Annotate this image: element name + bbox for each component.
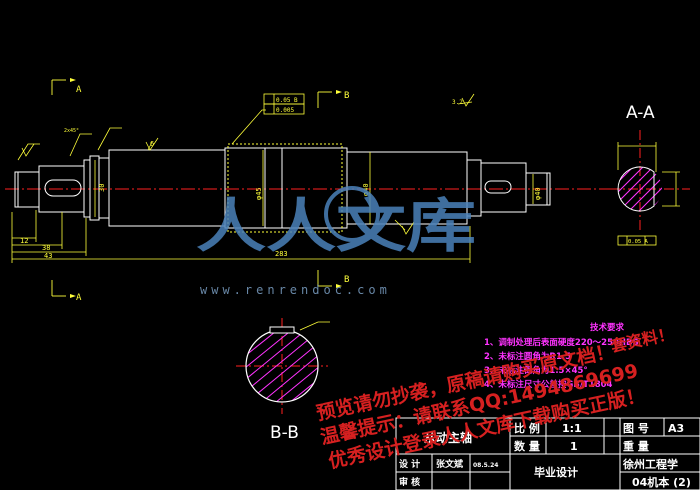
dim-surface-right: 3.2	[452, 99, 463, 106]
dim-chamfer: 2x45°	[64, 128, 79, 134]
review-label: 审 核	[399, 476, 420, 488]
design-label: 设 计	[399, 458, 420, 470]
dim-43: 43	[44, 252, 52, 260]
dim-diam-b: φ40	[362, 183, 370, 196]
gdt-frame-lower: 0.005	[276, 107, 294, 114]
drawing-no-label: 图 号	[623, 422, 649, 435]
dim-surface-6: 6	[150, 140, 154, 148]
section-title-aa: A-A	[626, 103, 655, 123]
section-letter-a-top: A	[76, 85, 82, 95]
dim-12: 12	[20, 237, 28, 245]
tech-req-item-3: 3、未标注倒角为1.5×45°	[484, 365, 588, 376]
dimension-lines	[11, 101, 534, 263]
bb-keyway	[269, 326, 295, 334]
project: 毕业设计	[534, 465, 578, 479]
scale-label: 比 例	[514, 421, 540, 435]
aa-outline	[617, 166, 655, 212]
qty-value: 1	[570, 440, 578, 453]
logo-watermark-text: 人人文库	[196, 192, 476, 260]
gdt-frame-upper: 0.05 B	[276, 97, 298, 104]
class: 04机本 (2)	[632, 475, 691, 489]
aa-dims	[617, 142, 680, 246]
section-letter-b-top: B	[344, 91, 349, 101]
tech-req-heading: 技术要求	[590, 322, 625, 333]
drawing-no: A3	[668, 422, 684, 435]
title-block-grid	[395, 417, 700, 490]
section-letter-b-bottom: B	[344, 275, 349, 285]
section-marks	[51, 79, 332, 297]
aa-flatness-box: 0.05 A	[628, 239, 649, 245]
logo-watermark: 人人文库 www.renrendoc.com	[196, 186, 476, 297]
section-title-bb: B-B	[270, 423, 299, 443]
dim-overall-length: 283	[275, 250, 288, 258]
scale-value: 1:1	[562, 422, 582, 435]
gdt-frames	[263, 93, 305, 115]
roughness-symbols	[21, 93, 475, 235]
aa-hatch	[618, 167, 662, 211]
design-date: 08.5.24	[473, 462, 498, 469]
dim-right-diam: φ40	[534, 187, 542, 200]
section-letter-a-bottom: A	[76, 293, 82, 303]
tech-req-item-1: 1、调制处理后表面硬度220～250HBS	[484, 337, 639, 348]
weight-label: 重 量	[623, 439, 649, 453]
logo-watermark-url: www.renrendoc.com	[200, 283, 391, 297]
designer: 张文斌	[436, 458, 463, 470]
tech-req-item-4: 4、未标注尺寸公差按GB/T1804	[484, 379, 613, 390]
part-name: 从动主轴	[424, 430, 472, 445]
dim-30: 30	[98, 184, 106, 192]
qty-label: 数 量	[514, 439, 540, 453]
tech-req-item-2: 2、未标注圆角为R1.5	[484, 351, 571, 362]
dim-38: 38	[42, 244, 50, 252]
dim-diam-a: φ45	[255, 187, 263, 200]
school: 徐州工程学	[622, 457, 678, 471]
bb-leader	[299, 321, 330, 331]
